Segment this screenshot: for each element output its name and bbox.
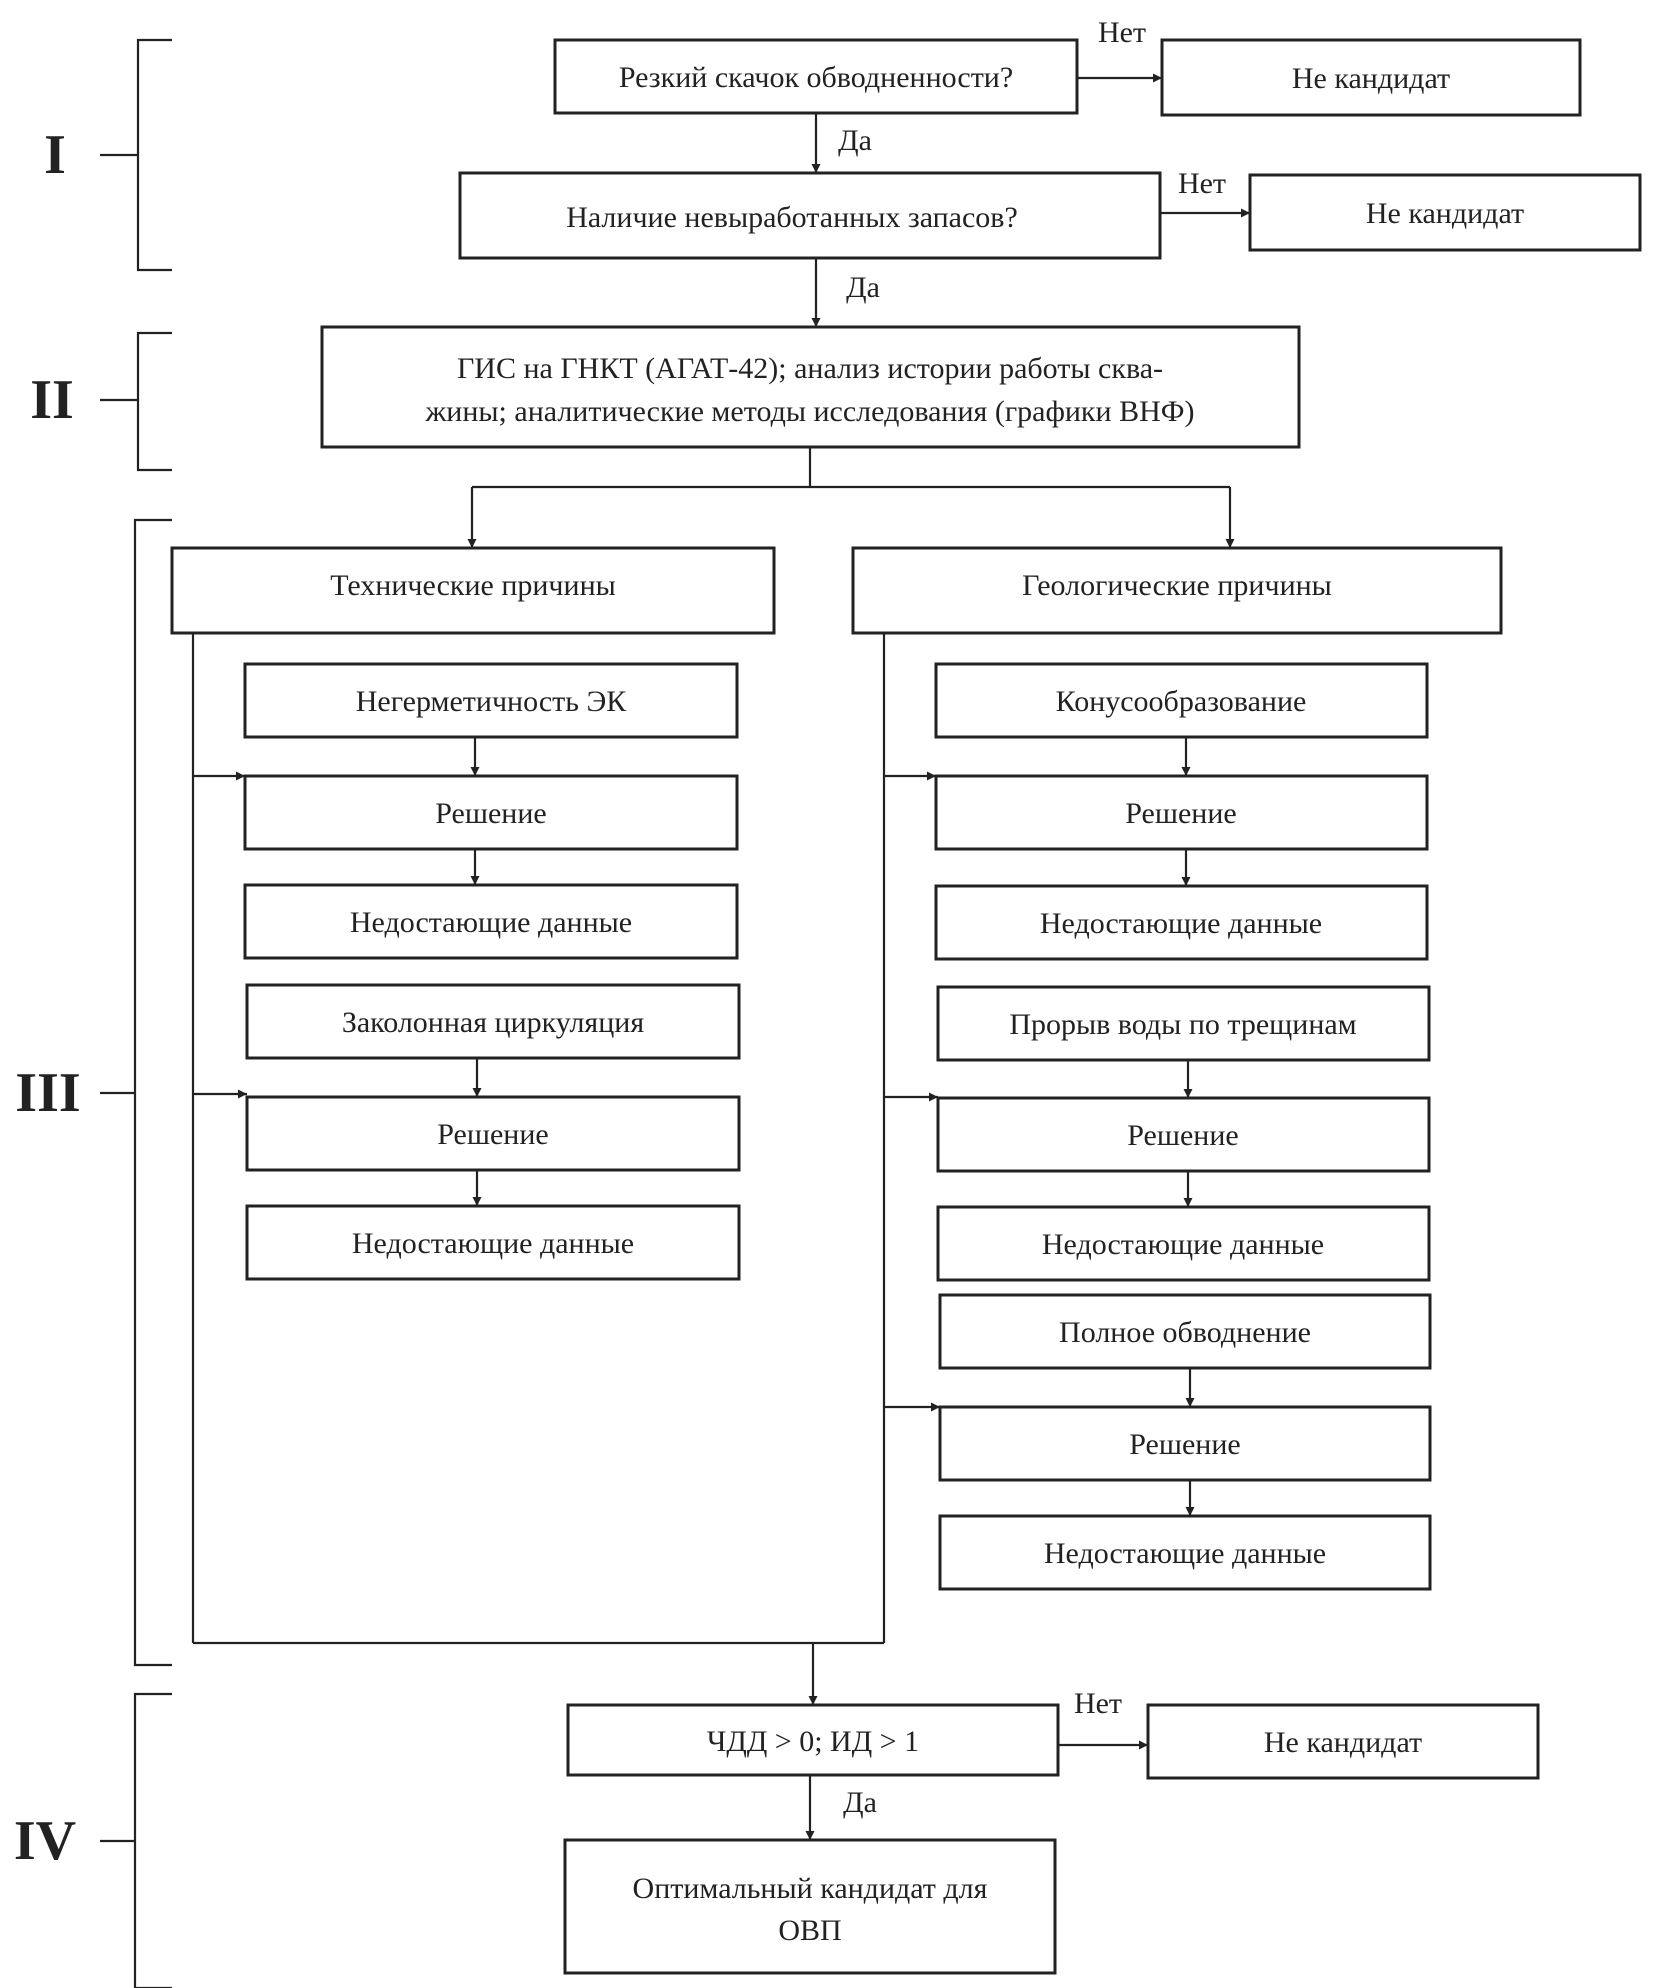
- missing-data-geo-3: [938, 1514, 1432, 1591]
- optimal-candidate: [563, 1838, 1057, 1975]
- label-no-3: Нет: [1074, 1687, 1122, 1720]
- solution-geo-3-text: Решение: [1129, 1428, 1240, 1461]
- cause-fracture-breakthrough: [936, 985, 1431, 1062]
- missing-data-geo-2-text: Недостающие данные: [1042, 1228, 1324, 1261]
- geological-container: [882, 633, 940, 1643]
- label-no-2: Нет: [1178, 167, 1226, 200]
- cause-coning-text: Конусообразование: [1056, 685, 1307, 718]
- missing-data-tech-1: [243, 883, 739, 960]
- cause-full-watering-text: Полное обводнение: [1059, 1316, 1311, 1349]
- stage-2-bracket: [100, 331, 172, 472]
- cause-behind-casing-flow-text: Заколонная циркуляция: [342, 1006, 645, 1039]
- solution-geo-3: [938, 1405, 1432, 1482]
- technical-causes-header: [170, 546, 776, 635]
- solution-tech-1-text: Решение: [435, 797, 546, 830]
- solution-tech-2-text: Решение: [437, 1118, 548, 1151]
- label-yes-1: Да: [838, 124, 872, 157]
- missing-data-geo-2: [936, 1205, 1431, 1282]
- question-remaining-reserves-text: Наличие невыработанных запасов?: [566, 201, 1018, 234]
- solution-tech-1: [243, 774, 739, 851]
- economic-criterion-text: ЧДД > 0; ИД > 1: [707, 1725, 919, 1758]
- missing-data-geo-3-text: Недостающие данные: [1044, 1537, 1326, 1570]
- not-candidate-3-text: Не кандидат: [1264, 1726, 1422, 1759]
- technical-container: [191, 633, 884, 1645]
- diagnostics-line-1: ГИС на ГНКТ (АГАТ-42); анализ истории ра…: [457, 352, 1163, 385]
- question-water-cut-jump: [553, 38, 1079, 115]
- missing-data-tech-2-text: Недостающие данные: [352, 1227, 634, 1260]
- not-candidate-3: [1146, 1703, 1540, 1780]
- stage-3-label: III: [15, 1062, 80, 1124]
- label-yes-3: Да: [843, 1786, 877, 1819]
- geological-causes-title: Геологические причины: [1022, 569, 1332, 602]
- diagnostics-box: [320, 325, 1301, 449]
- stage-2-label: II: [30, 369, 74, 431]
- cause-behind-casing-flow: [245, 983, 741, 1060]
- not-candidate-2-text: Не кандидат: [1366, 197, 1524, 230]
- optimal-candidate-line-1: Оптимальный кандидат для: [633, 1872, 988, 1905]
- solution-tech-2: [245, 1095, 741, 1172]
- geological-causes-header: [851, 546, 1503, 635]
- not-candidate-1: [1160, 38, 1582, 117]
- solution-geo-2: [936, 1096, 1431, 1173]
- label-yes-2: Да: [846, 271, 880, 304]
- cause-casing-leak-text: Негерметичность ЭК: [356, 685, 628, 718]
- label-no-1: Нет: [1098, 16, 1146, 49]
- diagnostics-line-2: жины; аналитические методы исследования …: [425, 395, 1195, 428]
- cause-casing-leak: [243, 662, 739, 739]
- not-candidate-2: [1248, 173, 1642, 252]
- missing-data-geo-1-text: Недостающие данные: [1040, 907, 1322, 940]
- not-candidate-1-text: Не кандидат: [1292, 62, 1450, 95]
- stage-1-bracket: [100, 38, 172, 272]
- solution-geo-1-text: Решение: [1125, 797, 1236, 830]
- stage-3-bracket: [100, 518, 172, 1667]
- missing-data-tech-2: [245, 1204, 741, 1281]
- solution-geo-2-text: Решение: [1127, 1119, 1238, 1152]
- cause-coning: [934, 662, 1429, 739]
- question-water-cut-jump-text: Резкий скачок обводненности?: [619, 61, 1013, 94]
- solution-geo-1: [934, 774, 1429, 851]
- economic-criterion: [566, 1703, 1060, 1777]
- stage-1-label: I: [44, 124, 66, 186]
- question-remaining-reserves: [458, 171, 1162, 260]
- cause-fracture-breakthrough-text: Прорыв воды по трещинам: [1009, 1008, 1356, 1041]
- missing-data-tech-1-text: Недостающие данные: [350, 906, 632, 939]
- split-connector: [467, 447, 1235, 548]
- stage-4-bracket: [100, 1692, 172, 1988]
- optimal-candidate-line-2: ОВП: [778, 1914, 841, 1947]
- missing-data-geo-1: [934, 884, 1429, 961]
- stage-4-label: IV: [14, 1810, 76, 1872]
- technical-causes-title: Технические причины: [330, 569, 616, 602]
- cause-full-watering: [938, 1293, 1432, 1370]
